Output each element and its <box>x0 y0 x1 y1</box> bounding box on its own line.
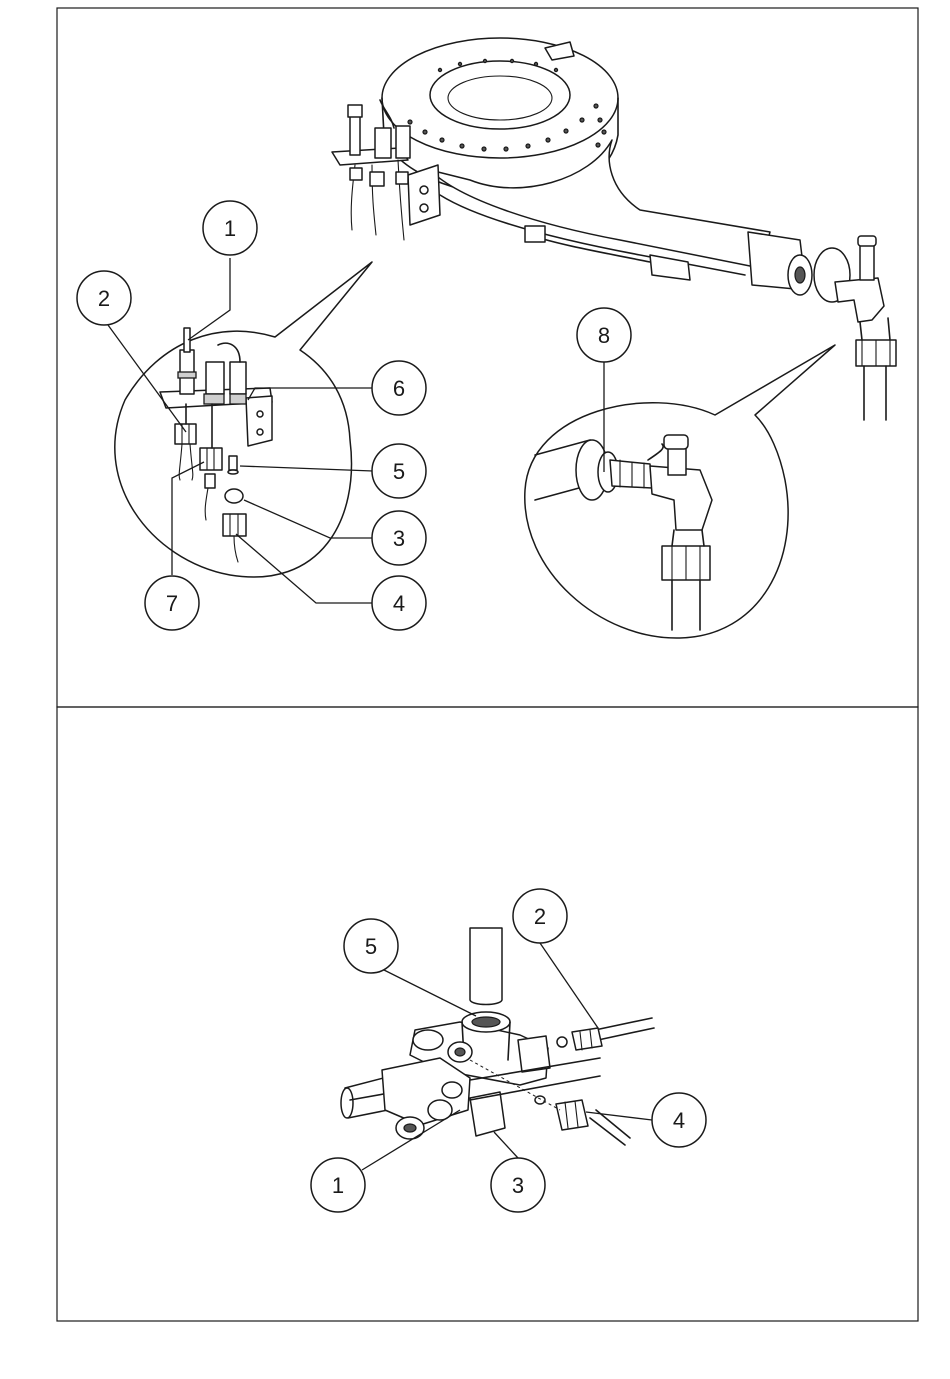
callout-8-label: 8 <box>598 323 610 348</box>
callout-8: 8 <box>577 308 631 362</box>
valve-callout-3: 3 <box>491 1158 545 1212</box>
valve-callout-4: 4 <box>652 1093 706 1147</box>
callout-6: 6 <box>372 361 426 415</box>
valve-callout-2: 2 <box>513 889 567 943</box>
pilot-detail-zoom <box>115 262 372 577</box>
valve-callout-4-label: 4 <box>673 1108 685 1133</box>
callout-4: 4 <box>372 576 426 630</box>
valve-callout-5-label: 5 <box>365 934 377 959</box>
valve-callout-5: 5 <box>344 919 398 973</box>
callout-4-label: 4 <box>393 591 405 616</box>
callout-1: 1 <box>203 201 257 255</box>
callout-2: 2 <box>77 271 131 325</box>
valve-callout-1: 1 <box>311 1158 365 1212</box>
callout-3: 3 <box>372 511 426 565</box>
valve-callout-1-label: 1 <box>332 1173 344 1198</box>
callout-5: 5 <box>372 444 426 498</box>
callout-3-label: 3 <box>393 526 405 551</box>
elbow-detail-zoom <box>525 345 835 638</box>
valve-callout-3-label: 3 <box>512 1173 524 1198</box>
callout-6-label: 6 <box>393 376 405 401</box>
callout-7-label: 7 <box>166 591 178 616</box>
callout-7: 7 <box>145 576 199 630</box>
callout-2-label: 2 <box>98 286 110 311</box>
valve-callout-2-label: 2 <box>534 904 546 929</box>
callout-5-label: 5 <box>393 459 405 484</box>
callout-1-label: 1 <box>224 216 236 241</box>
